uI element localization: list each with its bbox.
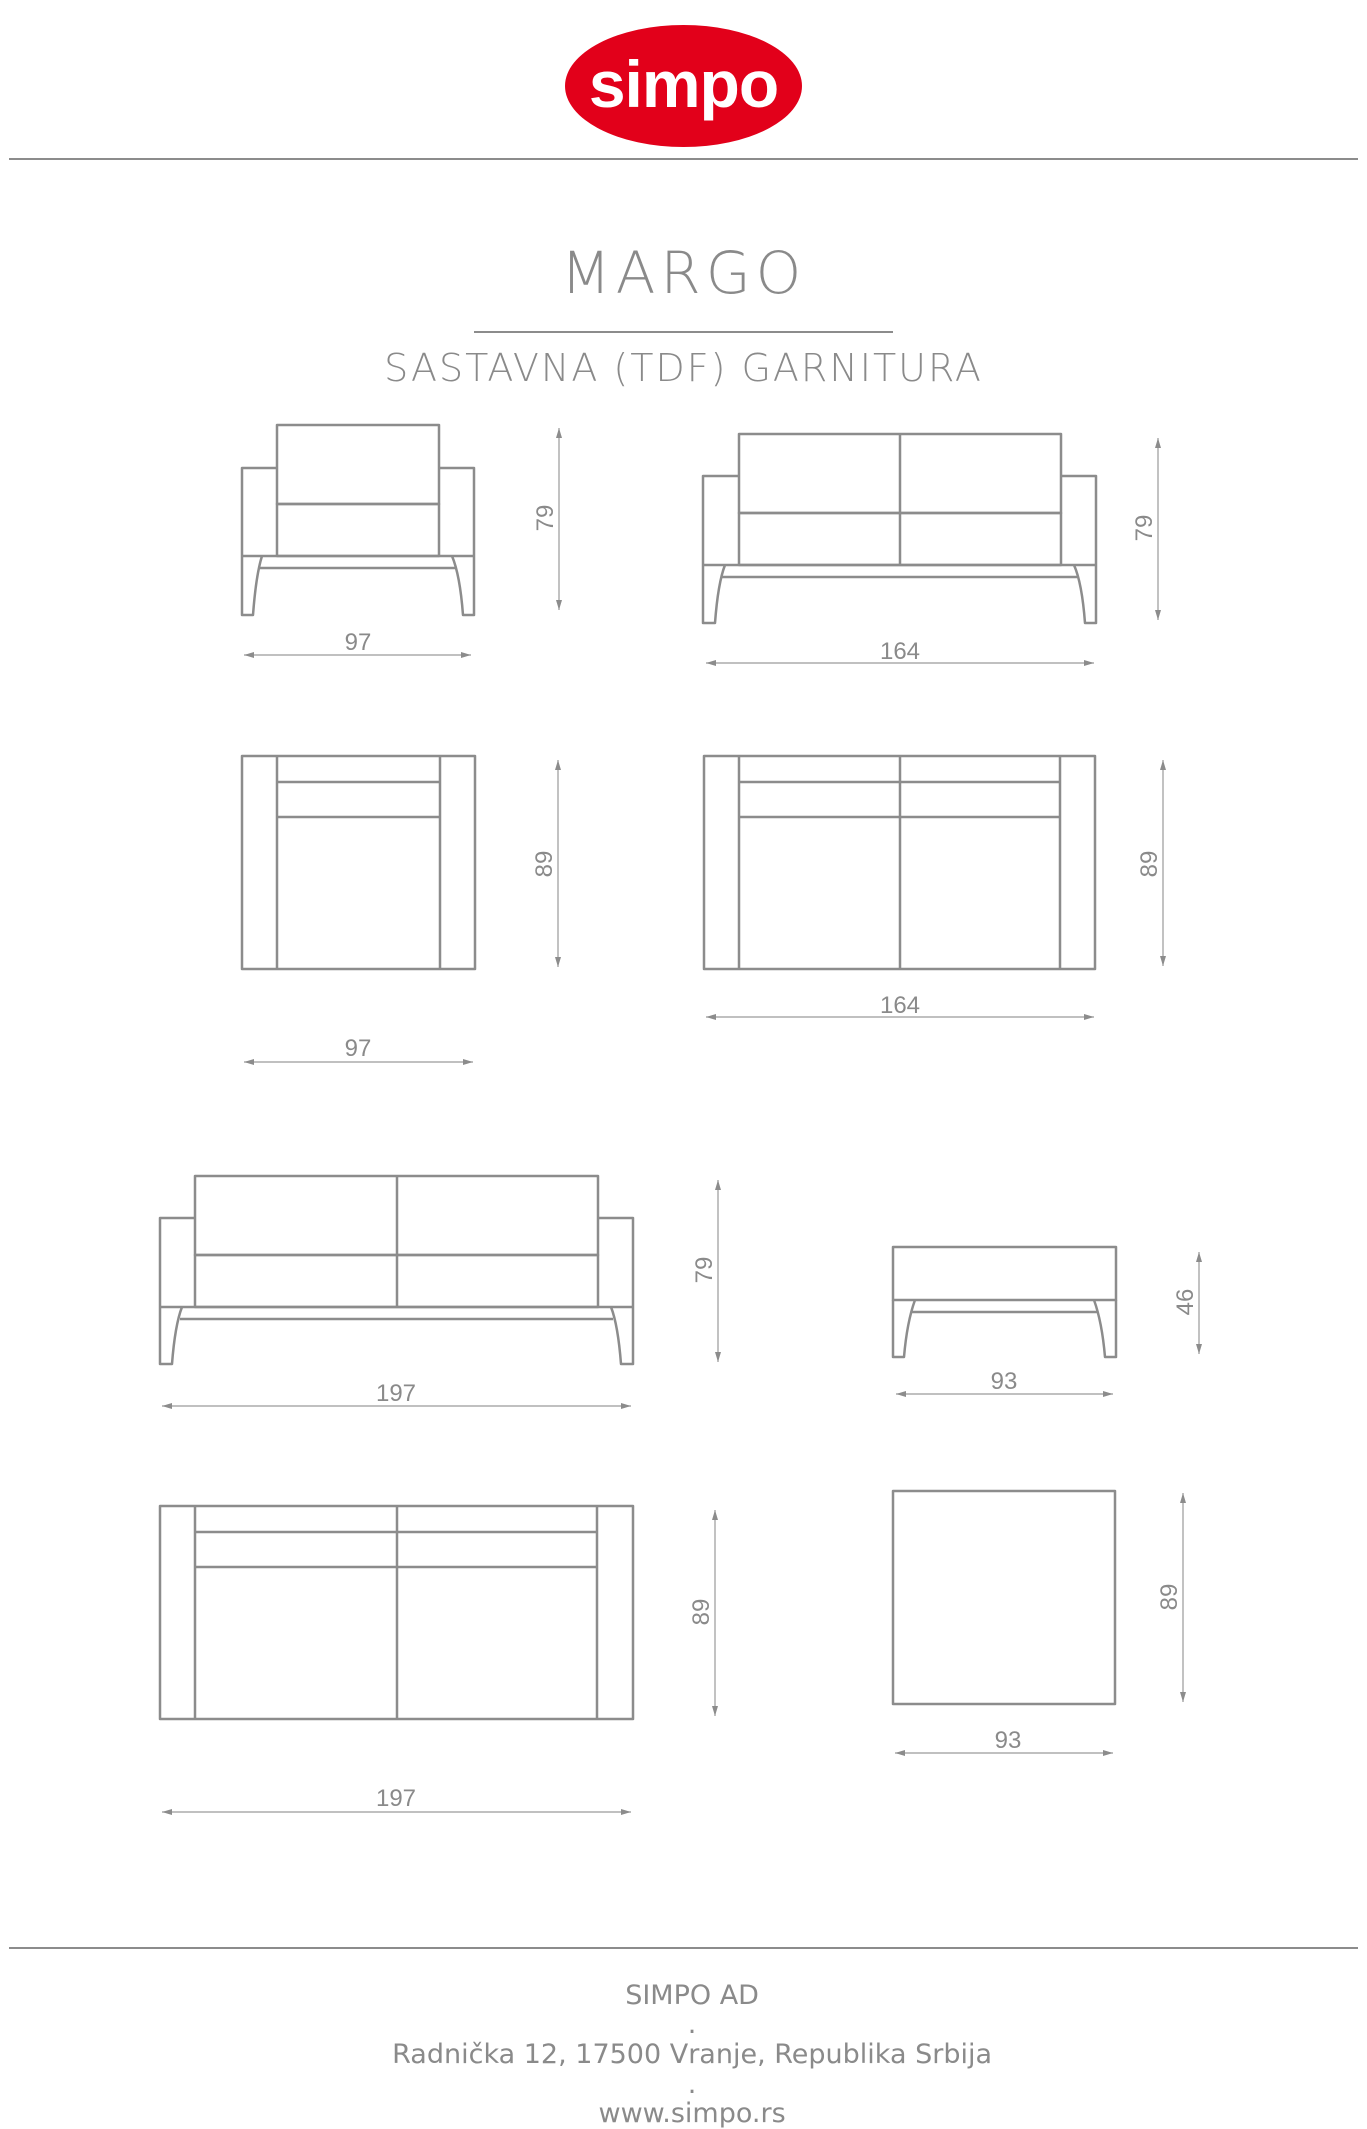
- armchair-front-width-label: 97: [345, 629, 372, 656]
- three-seater-top-depth-label: 89: [688, 1599, 715, 1626]
- footer-separator: .: [687, 2009, 697, 2041]
- armchair-front-height-label: 79: [532, 505, 559, 532]
- ottoman-top-depth-label: 89: [1156, 1584, 1183, 1611]
- footer-separator: .: [687, 2068, 697, 2100]
- ottoman-top-view: [891, 1489, 1117, 1706]
- footer-divider: [9, 1947, 1358, 1949]
- three-seater-front-height-label: 79: [691, 1257, 718, 1284]
- armchair-front-view: [240, 423, 476, 617]
- armchair-top-depth-label: 89: [531, 851, 558, 878]
- two-seater-front-height-label: 79: [1131, 515, 1158, 542]
- product-subtitle: SASTAVNA (TDF) GARNITURA: [384, 346, 983, 390]
- product-title: MARGO: [560, 239, 807, 307]
- ottoman-front-width-label: 93: [991, 1368, 1018, 1395]
- ottoman-front-height-label: 46: [1172, 1289, 1199, 1316]
- header-divider: [9, 158, 1358, 160]
- simpo-logo: simpo: [565, 25, 802, 147]
- three-seater-front-width-label: 197: [376, 1380, 416, 1407]
- two-seater-top-width-label: 164: [880, 992, 920, 1019]
- footer-website[interactable]: www.simpo.rs: [598, 2098, 786, 2129]
- logo-text: simpo: [588, 47, 779, 121]
- footer-company: SIMPO AD: [625, 1979, 759, 2011]
- two-seater-front-view: [701, 432, 1098, 625]
- footer-address: Radnička 12, 17500 Vranje, Republika Srb…: [392, 2039, 993, 2071]
- ottoman-front-view: [891, 1245, 1118, 1359]
- armchair-top-view: [240, 754, 477, 971]
- footer: SIMPO AD . Radnička 12, 17500 Vranje, Re…: [0, 1951, 1367, 2129]
- three-seater-top-view: [158, 1504, 635, 1721]
- ottoman-top-width-label: 93: [995, 1727, 1022, 1754]
- two-seater-top-view: [702, 754, 1097, 971]
- two-seater-front-width-label: 164: [880, 638, 920, 665]
- two-seater-top-depth-label: 89: [1136, 851, 1163, 878]
- three-seater-top-width-label: 197: [376, 1785, 416, 1812]
- dimension-drawings: 97 79 164 79 97 89 164 89 197 79 93 46 1…: [158, 423, 1202, 1815]
- three-seater-front-view: [158, 1174, 635, 1366]
- armchair-top-width-label: 97: [345, 1035, 372, 1062]
- title-underline: [474, 331, 893, 333]
